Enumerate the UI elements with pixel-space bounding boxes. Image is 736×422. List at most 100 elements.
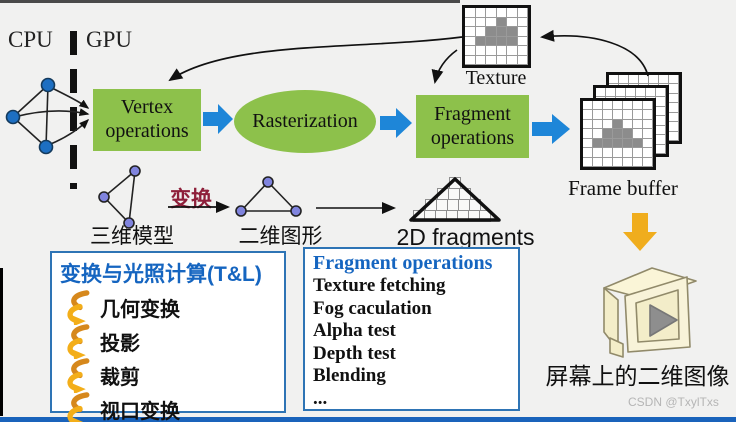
grid-cell	[633, 148, 643, 158]
grid-cell	[656, 125, 666, 136]
grid-cell	[596, 88, 606, 98]
grid-cell	[486, 55, 497, 65]
tl-item-clipping: 裁剪	[66, 358, 284, 393]
bottom-blue-bar	[0, 417, 736, 422]
grid-cell	[669, 131, 679, 141]
grid-cell	[465, 55, 476, 65]
grid-cell	[507, 55, 518, 65]
grid-cell	[623, 148, 633, 158]
grid-cell	[475, 36, 486, 46]
grid-cell	[475, 8, 486, 18]
model-3d-label: 三维模型	[90, 225, 174, 248]
gpu-label: GPU	[86, 27, 133, 52]
fragment-box-item: ...	[313, 387, 328, 409]
grid-cell	[603, 119, 613, 130]
watermark: CSDN @TxylTxs	[628, 395, 719, 409]
grid-cell	[583, 129, 593, 139]
grid-cell	[486, 46, 497, 56]
grid-cell	[643, 110, 653, 120]
grid-cell	[633, 119, 643, 130]
grid-cell	[609, 75, 619, 85]
grid-cell	[507, 36, 518, 46]
fragment-box-title: Fragment operations	[313, 252, 493, 274]
grid-cell	[496, 55, 507, 65]
tl-box-title: 变换与光照计算(T&L)	[60, 263, 262, 286]
grid-cell	[649, 75, 659, 85]
grid-cell	[583, 119, 593, 130]
s-curve-arrow-icon	[67, 358, 90, 393]
grid-cell	[507, 27, 518, 37]
grid-cell	[629, 75, 639, 85]
grid-cell	[593, 138, 603, 149]
grid-cell	[633, 157, 643, 167]
grid-cell	[646, 88, 656, 98]
grid-cell	[606, 88, 616, 98]
grid-cell	[656, 97, 666, 107]
rasterization-stage: Rasterization	[234, 90, 376, 153]
grid-cell	[643, 157, 653, 167]
tl-item-viewport: 视口变换	[66, 392, 284, 422]
grid-cell	[643, 138, 653, 149]
grid-cell	[669, 75, 679, 85]
fragments-pyramid-grid	[407, 177, 503, 222]
grid-cell	[616, 88, 626, 98]
grid-cell	[603, 101, 613, 111]
grid-cell	[593, 148, 603, 158]
grid-cell	[593, 110, 603, 120]
grid-cell	[633, 129, 643, 139]
tl-item-projection: 投影	[66, 324, 284, 359]
cpu-label: CPU	[8, 27, 53, 52]
grid-cell	[613, 129, 623, 139]
grid-cell	[486, 17, 497, 27]
grid-cell	[475, 55, 486, 65]
grid-cell	[623, 101, 633, 111]
grid-cell	[603, 129, 613, 139]
grid-cell	[623, 110, 633, 120]
cpu-gpu-divider	[70, 31, 77, 189]
grid-cell	[656, 106, 666, 117]
grid-cell	[486, 8, 497, 18]
fragment-callout-box: Fragment operations Texture fetching Fog…	[303, 247, 520, 411]
monitor-icon	[603, 267, 697, 358]
pyramid-row	[413, 210, 497, 222]
texture-to-vertex-arrow	[168, 36, 463, 82]
grid-cell	[583, 101, 593, 111]
shape-2d-triangle	[235, 176, 302, 217]
grid-cell	[643, 148, 653, 158]
fragment-to-framebuffer-arrow	[532, 114, 570, 144]
grid-cell	[465, 17, 476, 27]
grid-cell	[659, 75, 669, 85]
grid-cell	[496, 8, 507, 18]
grid-cell	[517, 17, 528, 27]
grid-cell	[593, 157, 603, 167]
grid-cell	[465, 46, 476, 56]
grid-cell	[656, 144, 666, 154]
grid-cell	[465, 8, 476, 18]
grid-cell	[623, 138, 633, 149]
grid-cell	[613, 157, 623, 167]
grid-cell	[507, 46, 518, 56]
grid-cell	[507, 8, 518, 18]
vertex-to-raster-arrow	[203, 104, 233, 134]
grid-cell	[583, 110, 593, 120]
grid-cell	[496, 27, 507, 37]
grid-cell	[517, 46, 528, 56]
grid-cell	[603, 157, 613, 167]
tl-item-geometry: 几何变换	[66, 290, 284, 325]
fragment-box-item: Alpha test	[313, 320, 396, 341]
grid-cell	[465, 36, 476, 46]
grid-cell	[669, 112, 679, 123]
grid-cell	[475, 17, 486, 27]
grid-cell	[639, 75, 649, 85]
grid-cell	[643, 129, 653, 139]
grid-cell	[496, 36, 507, 46]
model-3d-triangle	[98, 165, 141, 229]
grid-cell	[623, 119, 633, 130]
tl-item-label: 几何变换	[100, 299, 180, 321]
grid-cell	[593, 101, 603, 111]
grid-cell	[496, 17, 507, 27]
grid-cell	[603, 138, 613, 149]
grid-cell	[669, 103, 679, 113]
grid-cell	[656, 135, 666, 145]
fragment-box-item: Fog caculation	[313, 297, 432, 319]
